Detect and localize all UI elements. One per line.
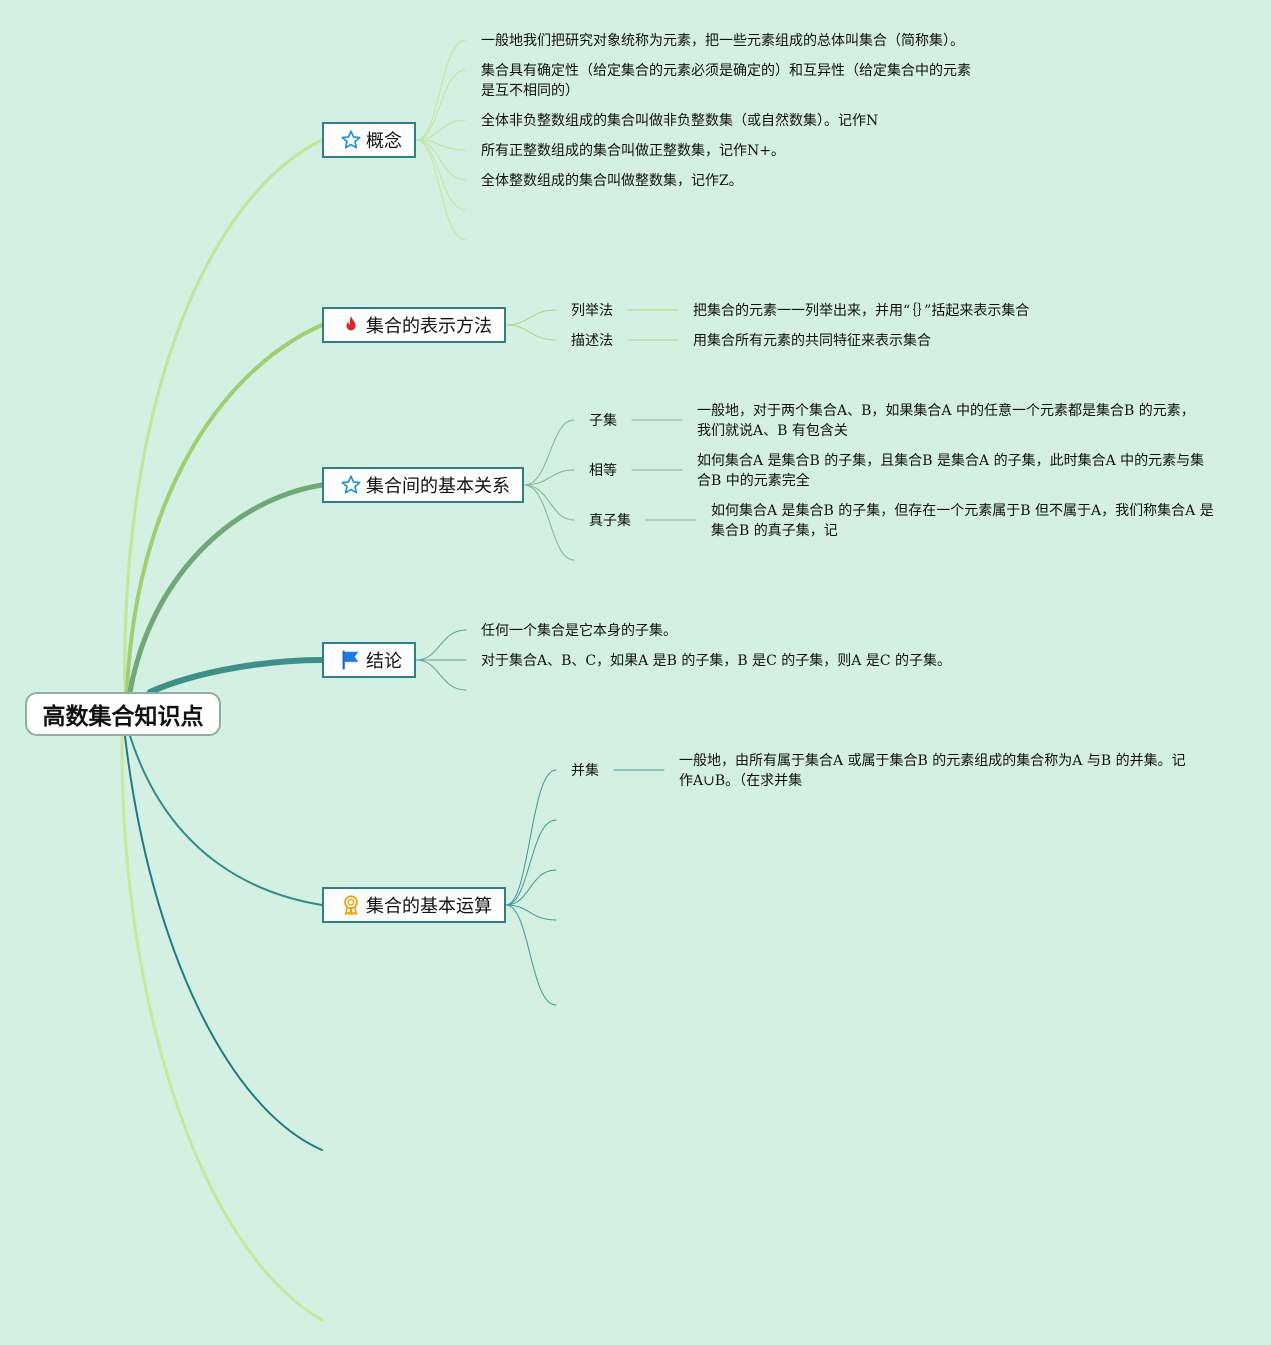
star-outline-icon [340,474,362,496]
connector-1 [415,39,467,141]
leaf-equal-2: 合B 中的元素完全 [697,473,810,489]
sub-description[interactable]: 描述法 [571,333,613,349]
connector-5 [415,139,467,181]
branch-extra-2 [120,734,324,1322]
leaf-union-2: 作A∪B。（在求并集 [679,773,803,789]
flag-icon [340,649,362,671]
star-outline-icon [340,129,362,151]
branch-operations [129,735,323,906]
topic-label: 集合的基本运算 [366,896,492,917]
leaf-concept-4: 所有正整数组成的集合叫做正整数集，记作N+。 [481,143,785,159]
connector-21 [415,659,467,691]
connector-23 [505,819,557,906]
root-label: 高数集合知识点 [42,704,204,730]
topic-label: 集合间的基本关系 [366,476,510,497]
sub-proper-subset[interactable]: 真子集 [589,513,631,529]
sub-enumeration[interactable]: 列举法 [571,303,613,319]
topic-label: 结论 [366,651,402,672]
leaf-proper-subset-1: 如何集合A 是集合B 的子集，但存在一个元素属于B 但不属于A，我们称集合A 是 [711,503,1214,519]
topic-concept[interactable]: 概念 [322,122,416,158]
branch-conclusion [147,657,325,695]
leaf-concept-1: 一般地我们把研究对象统称为元素，把一些元素组成的总体叫集合（简称集）。 [481,33,964,49]
leaf-proper-subset-2: 集合B 的真子集，记 [711,523,838,539]
leaf-subset-1: 一般地，对于两个集合A、B，如果集合A 中的任意一个元素都是集合B 的元素， [697,403,1195,419]
root-topic[interactable]: 高数集合知识点 [25,692,221,736]
branch-relations [127,482,325,695]
leaf-concept-5: 全体整数组成的集合叫做整数集，记作Z。 [481,173,743,189]
leaf-enumeration: 把集合的元素一一列举出来，并用“｛｝”括起来表示集合 [693,303,1030,319]
connector-26 [505,904,557,1006]
connector-14 [523,484,575,521]
leaf-subset-2: 我们就说A、B 有包含关 [697,423,848,439]
leaf-conclusion-1: 任何一个集合是它本身的子集。 [481,623,677,639]
topic-label: 集合的表示方法 [366,316,492,337]
branch-extra-1 [124,735,323,1151]
topic-operations[interactable]: 集合的基本运算 [322,887,506,923]
sub-union[interactable]: 并集 [571,763,599,779]
connector-22 [505,769,557,906]
fire-icon [340,314,362,336]
branch-representation [125,323,324,694]
topic-representation[interactable]: 集合的表示方法 [322,307,506,343]
connector-19 [415,629,467,661]
topic-label: 概念 [366,131,402,152]
topic-relations[interactable]: 集合间的基本关系 [322,467,524,503]
connector-2 [415,69,467,141]
sub-subset[interactable]: 子集 [589,413,617,429]
connector-15 [523,484,575,561]
leaf-equal-1: 如何集合A 是集合B 的子集，且集合B 是集合A 的子集，此时集合A 中的元素与… [697,453,1205,469]
connector-9 [505,324,557,341]
leaf-concept-2b: 是互不相同的） [481,83,579,99]
connector-6 [415,139,467,211]
leaf-description: 用集合所有元素的共同特征来表示集合 [693,333,931,349]
branch-concept [123,138,324,694]
topic-conclusion[interactable]: 结论 [322,642,416,678]
leaf-conclusion-2: 对于集合A、B、C，如果A 是B 的子集，B 是C 的子集，则A 是C 的子集。 [481,653,952,669]
award-ribbon-icon [340,894,362,916]
connector-13 [523,469,575,486]
connector-3 [415,119,467,141]
connector-25 [505,904,557,921]
connector-12 [523,419,575,486]
connector-24 [505,869,557,906]
leaf-concept-2: 集合具有确定性（给定集合的元素必须是确定的）和互异性（给定集合中的元素 [481,63,971,79]
leaf-concept-3: 全体非负整数组成的集合叫做非负整数集（或自然数集）。记作N [481,113,879,129]
connector-8 [505,309,557,326]
leaf-union-1: 一般地，由所有属于集合A 或属于集合B 的元素组成的集合称为A 与B 的并集。记 [679,753,1186,769]
connector-7 [415,139,467,241]
sub-equal[interactable]: 相等 [589,463,617,479]
